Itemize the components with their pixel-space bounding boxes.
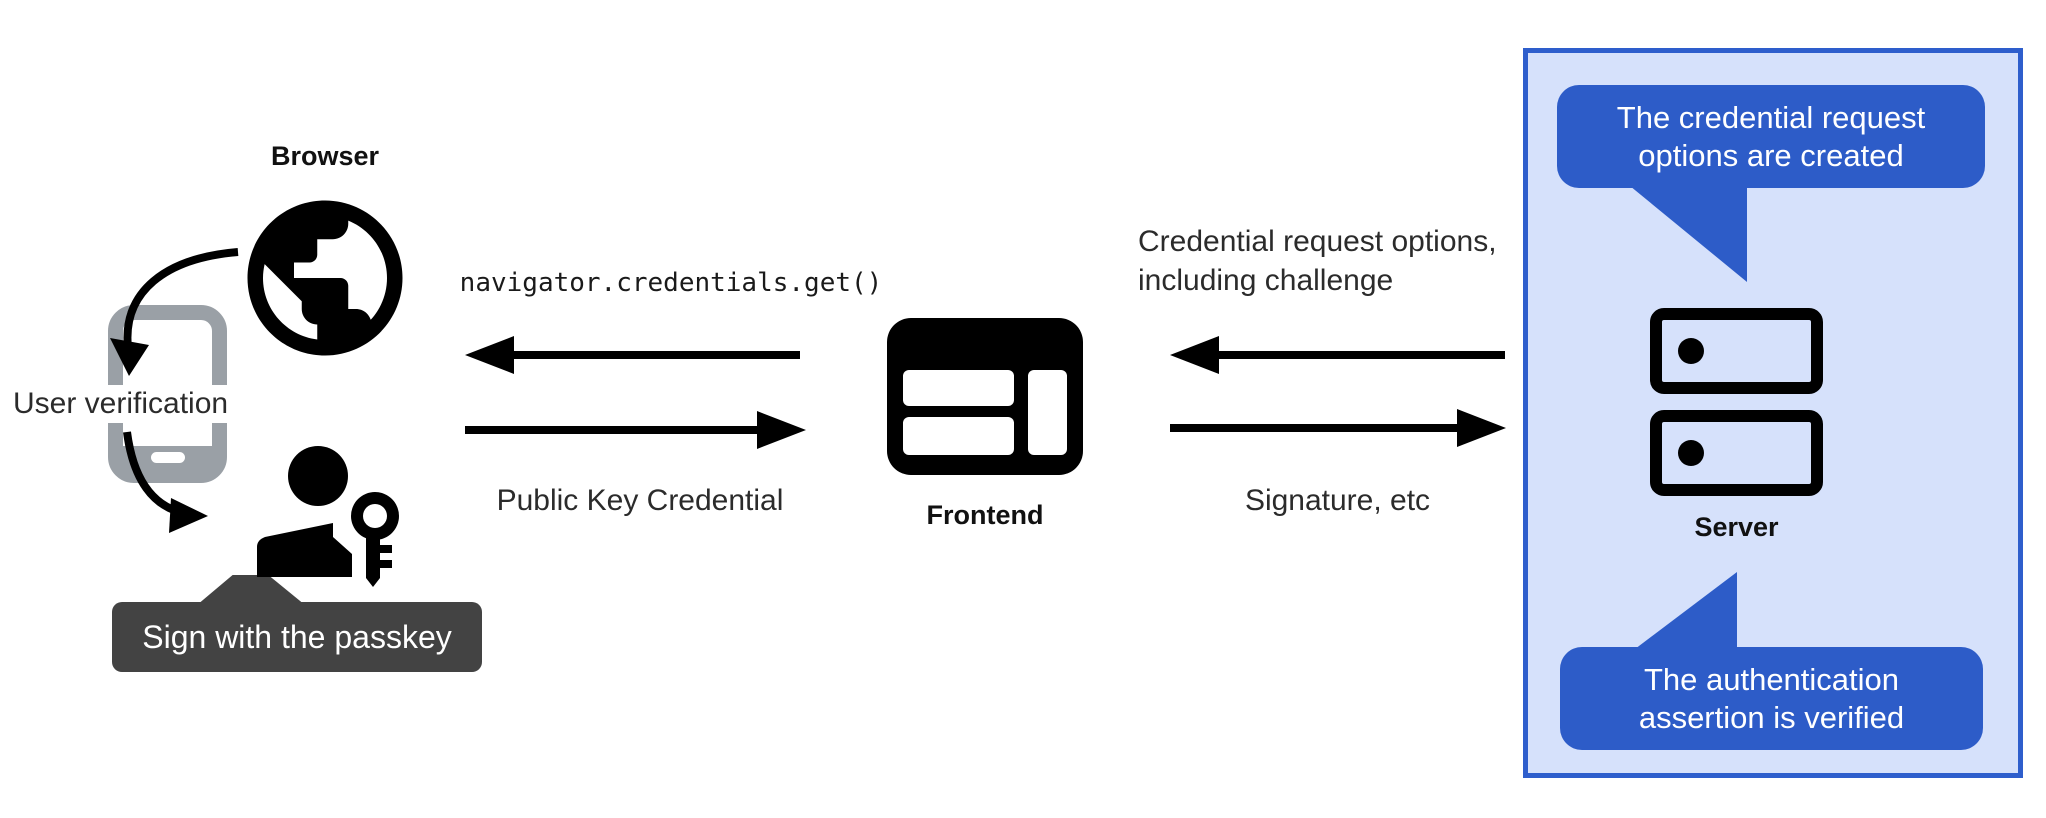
browser-window-pane-top-left <box>902 369 1015 406</box>
sign-with-passkey-tooltip: Sign with the passkey <box>112 602 482 672</box>
server-label: Server <box>1694 512 1779 542</box>
credential-request-options-line1: Credential request options, <box>1138 225 1497 258</box>
server-stack-icon <box>1650 308 1823 496</box>
user-verification-label: User verification <box>7 385 235 423</box>
smartphone-home-bar <box>150 452 185 463</box>
bubble-bottom-line2: assertion is verified <box>1638 699 1905 735</box>
bubble-top-line2: options are created <box>1638 137 1904 173</box>
credential-request-options-label: Credential request options, including ch… <box>1138 222 1548 300</box>
server-unit-top <box>1650 308 1823 394</box>
public-key-credential-label: Public Key Credential <box>496 484 784 517</box>
browser-label: Browser <box>270 141 380 171</box>
arrow-frontend-to-browser <box>465 336 800 374</box>
browser-window-icon <box>887 318 1083 475</box>
credential-request-created-bubble: The credential request options are creat… <box>1557 85 1985 188</box>
frontend-label: Frontend <box>926 500 1044 530</box>
sign-with-passkey-text: Sign with the passkey <box>142 618 452 655</box>
server-unit-led <box>1678 338 1704 364</box>
server-unit-led <box>1678 440 1704 466</box>
signature-label: Signature, etc <box>1244 484 1431 517</box>
navigator-credentials-get-code: navigator.credentials.get() <box>459 268 883 298</box>
assertion-verified-bubble: The authentication assertion is verified <box>1560 647 1983 750</box>
bubble-bottom-line1: The authentication <box>1643 661 1900 697</box>
arrow-server-to-frontend <box>1170 336 1505 374</box>
browser-window-pane-bottom-left <box>902 416 1015 455</box>
arrow-browser-to-frontend <box>465 411 806 449</box>
person-with-key-icon <box>257 446 399 587</box>
browser-window-pane-right <box>1028 369 1068 455</box>
arrow-frontend-to-server <box>1170 409 1506 447</box>
bubble-top-line1: The credential request <box>1616 99 1926 135</box>
credential-request-options-line2: including challenge <box>1138 264 1394 297</box>
globe-icon <box>247 200 403 356</box>
server-unit-bottom <box>1650 410 1823 496</box>
